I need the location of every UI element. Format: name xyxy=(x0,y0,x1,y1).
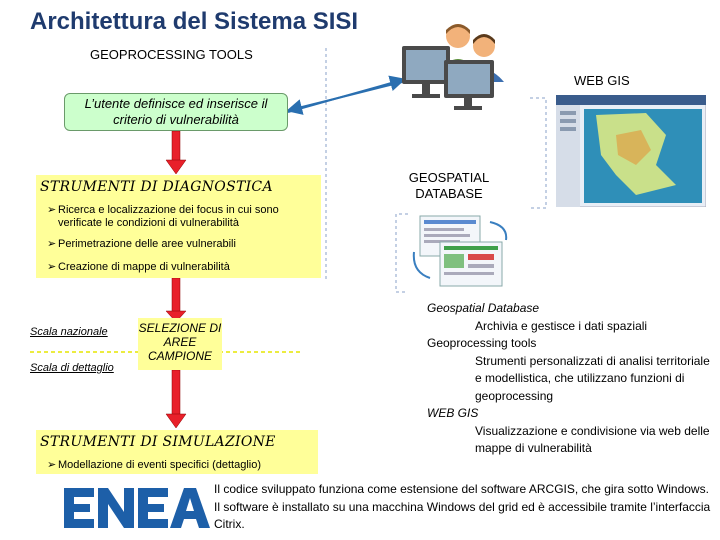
diagnostica-item-text: Perimetrazione delle aree vulnerabili xyxy=(58,238,236,250)
desc-db-title: Geospatial Database xyxy=(427,301,540,315)
monitors-to-criteria-arrow xyxy=(286,81,403,115)
criteria-box: L’utente definisce ed inserisce il crite… xyxy=(64,93,288,131)
web-gis-map-image xyxy=(556,95,706,207)
diagnostica-item-text: Ricerca e localizzazione dei focus in cu… xyxy=(58,204,279,229)
diagnostica-title: STRUMENTI DI DIAGNOSTICA xyxy=(40,179,273,195)
db-bracket xyxy=(395,213,408,293)
diagnostica-item-1: ➢ Ricerca e localizzazione dei focus in … xyxy=(47,204,316,230)
red-arrow-3 xyxy=(165,369,187,429)
component-descriptions: Geospatial Database Archivia e gestisce … xyxy=(427,300,717,458)
desc-gp-text: Strumenti personalizzati di analisi terr… xyxy=(475,353,710,403)
geospatial-database-label: GEOSPATIAL DATABASE xyxy=(408,170,490,201)
geoprocessing-tools-label: GEOPROCESSING TOOLS xyxy=(90,47,253,62)
simulazione-item: ➢ Modellazione di eventi specifici (dett… xyxy=(47,459,316,472)
selezione-box: SELEZIONE DI AREE CAMPIONE xyxy=(138,318,222,370)
page-title: Architettura del Sistema SISI xyxy=(30,8,359,35)
diagnostica-item-2: ➢ Perimetrazione delle aree vulnerabili xyxy=(47,238,316,251)
desc-wg-text: Visualizzazione e condivisione via web d… xyxy=(475,423,710,456)
selezione-text: SELEZIONE DI AREE CAMPIONE xyxy=(138,321,222,363)
bullet-arrow-icon: ➢ xyxy=(47,261,57,273)
desc-gp-title: Geoprocessing tools xyxy=(427,336,537,350)
database-screens-image xyxy=(412,215,508,287)
simulazione-item-text: Modellazione di eventi specifici (dettag… xyxy=(58,459,261,471)
desc-db-text: Archivia e gestisce i dati spaziali xyxy=(475,318,648,333)
desc-wg-title: WEB GIS xyxy=(427,406,479,420)
diagnostica-item-text: Creazione di mappe di vulnerabilità xyxy=(58,261,230,273)
bullet-arrow-icon: ➢ xyxy=(47,459,57,471)
bullet-arrow-icon: ➢ xyxy=(47,204,57,216)
bullet-arrow-icon: ➢ xyxy=(47,238,57,250)
enea-logo xyxy=(64,488,210,528)
webgis-bracket xyxy=(530,97,547,209)
criteria-text: L’utente definisce ed inserisce il crite… xyxy=(84,96,268,127)
red-arrow-1 xyxy=(165,130,187,175)
simulazione-title: STRUMENTI DI SIMULAZIONE xyxy=(40,434,276,450)
web-gis-label: WEB GIS xyxy=(574,73,630,88)
diagnostica-item-3: ➢ Creazione di mappe di vulnerabilità xyxy=(47,261,316,274)
red-arrow-2 xyxy=(165,277,187,323)
scala-nazionale-label: Scala nazionale xyxy=(30,326,108,338)
footer-note: Il codice sviluppato funziona come esten… xyxy=(214,482,711,531)
users-computers-icon xyxy=(402,24,504,110)
scala-dettaglio-label: Scala di dettaglio xyxy=(30,362,114,374)
simulazione-box: STRUMENTI DI SIMULAZIONE ➢ Modellazione … xyxy=(36,430,318,474)
diagnostica-box: STRUMENTI DI DIAGNOSTICA ➢ Ricerca e loc… xyxy=(36,175,321,278)
